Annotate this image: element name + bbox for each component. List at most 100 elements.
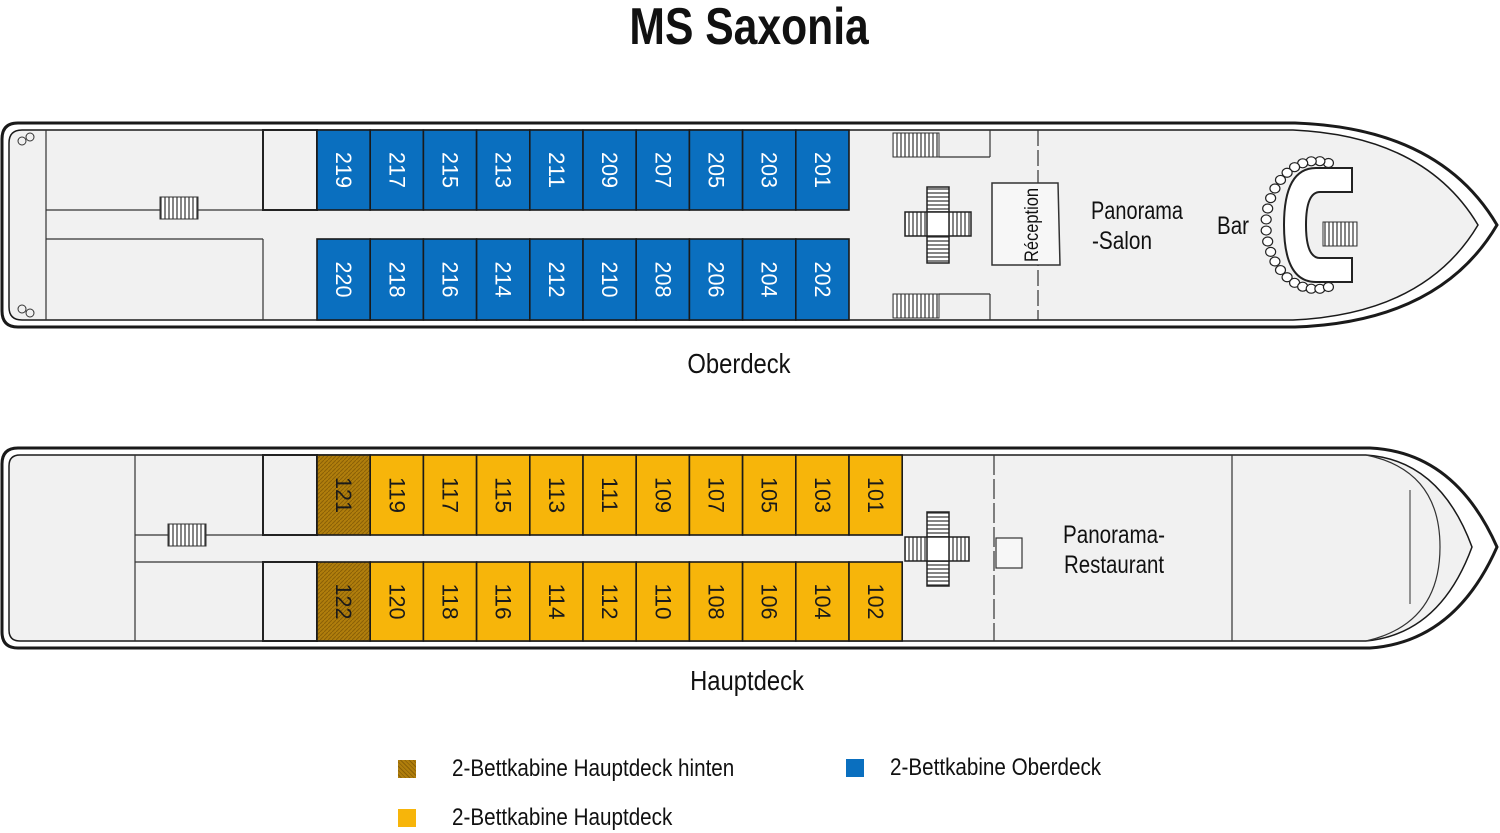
cabin-box[interactable]: [688, 129, 744, 211]
cabin-box[interactable]: [635, 238, 691, 321]
square-icon: [846, 759, 864, 777]
cabin-number: 103: [810, 477, 835, 513]
cabin-120[interactable]: 120: [369, 561, 425, 642]
cabin-number: 104: [810, 584, 835, 620]
cabin-209[interactable]: 209: [582, 129, 638, 211]
cabin-114[interactable]: 114: [528, 561, 584, 642]
cabin-box[interactable]: [422, 454, 478, 536]
cabin-106[interactable]: 106: [741, 561, 797, 642]
cabin-box[interactable]: [688, 454, 744, 536]
cabin-number: 210: [597, 262, 622, 298]
cabin-121[interactable]: 121: [316, 454, 372, 536]
cabin-box[interactable]: [316, 454, 372, 536]
cabin-203[interactable]: 203: [741, 129, 797, 211]
cabin-box[interactable]: [688, 561, 744, 642]
cabin-206[interactable]: 206: [688, 238, 744, 321]
cabin-116[interactable]: 116: [475, 561, 531, 642]
cabin-box[interactable]: [794, 561, 850, 642]
cabin-box[interactable]: [582, 238, 638, 321]
cabin-109[interactable]: 109: [635, 454, 691, 536]
cabin-number: 108: [704, 584, 729, 620]
cabin-214[interactable]: 214: [475, 238, 531, 321]
cabin-220[interactable]: 220: [316, 238, 372, 321]
cabin-212[interactable]: 212: [528, 238, 584, 321]
cabin-210[interactable]: 210: [582, 238, 638, 321]
cabin-208[interactable]: 208: [635, 238, 691, 321]
cabin-number: 102: [863, 584, 888, 620]
cabin-box[interactable]: [528, 454, 584, 536]
cabin-number: 110: [650, 584, 675, 620]
cabin-box[interactable]: [688, 238, 744, 321]
cabin-219[interactable]: 219: [316, 129, 372, 211]
cabin-box[interactable]: [635, 129, 691, 211]
cabin-number: 216: [438, 262, 463, 298]
bar-stool: [1322, 281, 1335, 293]
cabin-number: 201: [810, 152, 835, 188]
cabin-box[interactable]: [794, 454, 850, 536]
stair-cross-icon: [904, 511, 970, 587]
cabin-107[interactable]: 107: [688, 454, 744, 536]
cabin-number: 120: [384, 584, 409, 620]
cabin-113[interactable]: 113: [528, 454, 584, 536]
legend-item-hauptdeck-hinten: 2-Bettkabine Hauptdeck hinten: [398, 754, 780, 784]
cabin-202[interactable]: 202: [794, 238, 850, 321]
cabin-217[interactable]: 217: [369, 129, 425, 211]
cabin-number: 112: [597, 584, 622, 620]
bar-label: Bar: [1217, 212, 1249, 240]
cabin-box[interactable]: [741, 454, 797, 536]
cabin-box[interactable]: [369, 129, 425, 211]
cabin-102[interactable]: 102: [848, 561, 904, 642]
cabin-205[interactable]: 205: [688, 129, 744, 211]
cabin-108[interactable]: 108: [688, 561, 744, 642]
cabin-number: 118: [438, 584, 463, 620]
oberdeck-label: Oberdeck: [687, 348, 791, 379]
cabin-box[interactable]: [316, 238, 372, 321]
cabin-box[interactable]: [794, 129, 850, 211]
cabin-box[interactable]: [475, 129, 531, 211]
cabin-215[interactable]: 215: [422, 129, 478, 211]
cabin-box[interactable]: [475, 561, 531, 642]
cabin-207[interactable]: 207: [635, 129, 691, 211]
cabin-118[interactable]: 118: [422, 561, 478, 642]
cabin-box[interactable]: [369, 238, 425, 321]
cabin-201[interactable]: 201: [794, 129, 850, 211]
bar-stool: [1265, 192, 1277, 204]
cabin-box[interactable]: [635, 454, 691, 536]
cabin-box[interactable]: [848, 561, 904, 642]
cabin-115[interactable]: 115: [475, 454, 531, 536]
cabin-box[interactable]: [422, 238, 478, 321]
panorama-restaurant-label-line1: Panorama-: [1063, 521, 1165, 549]
cabin-112[interactable]: 112: [582, 561, 638, 642]
cabin-103[interactable]: 103: [794, 454, 850, 536]
cabin-111[interactable]: 111: [582, 454, 638, 536]
cabin-box[interactable]: [422, 129, 478, 211]
cabin-122[interactable]: 122: [316, 561, 372, 642]
cabin-117[interactable]: 117: [422, 454, 478, 536]
cabin-218[interactable]: 218: [369, 238, 425, 321]
cabin-213[interactable]: 213: [475, 129, 531, 211]
cabin-box[interactable]: [369, 561, 425, 642]
cabin-number: 101: [863, 477, 888, 513]
hatched-square-icon: [398, 760, 416, 778]
cabin-number: 204: [757, 262, 782, 298]
cabin-216[interactable]: 216: [422, 238, 478, 321]
cabin-box[interactable]: [794, 238, 850, 321]
cabin-box[interactable]: [528, 129, 584, 211]
cabin-number: 202: [810, 262, 835, 298]
legend-item-hauptdeck: 2-Bettkabine Hauptdeck: [398, 803, 708, 833]
bar-stool: [1260, 225, 1272, 236]
cabin-box[interactable]: [582, 561, 638, 642]
cabin-box[interactable]: [741, 561, 797, 642]
cabin-box[interactable]: [848, 454, 904, 536]
cabin-104[interactable]: 104: [794, 561, 850, 642]
cabin-110[interactable]: 110: [635, 561, 691, 642]
cabin-box[interactable]: [528, 561, 584, 642]
cabin-204[interactable]: 204: [741, 238, 797, 321]
cabin-101[interactable]: 101: [848, 454, 904, 536]
cabin-box[interactable]: [475, 454, 531, 536]
cabin-105[interactable]: 105: [741, 454, 797, 536]
cabin-119[interactable]: 119: [369, 454, 425, 536]
bar-stool: [1265, 246, 1277, 258]
cabin-number: 219: [331, 152, 356, 188]
cabin-211[interactable]: 211: [528, 129, 584, 211]
